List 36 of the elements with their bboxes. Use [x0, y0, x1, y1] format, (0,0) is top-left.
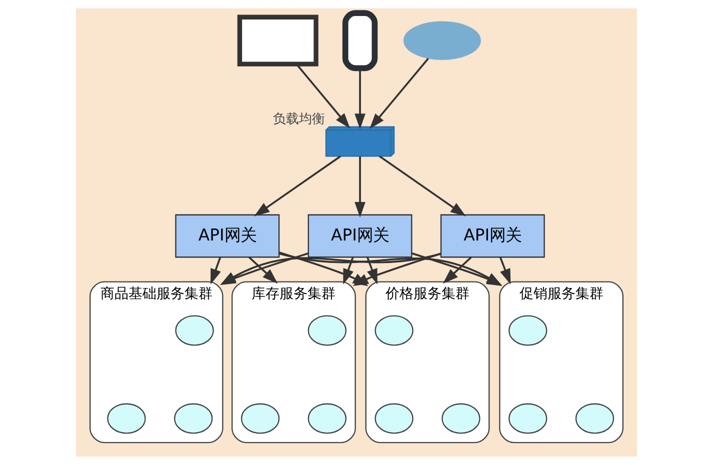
arrow — [220, 252, 308, 285]
node-circle — [441, 403, 480, 434]
arrow — [366, 256, 377, 284]
node-circle — [174, 403, 212, 434]
arrow — [378, 156, 466, 216]
node-box: API网关 — [174, 214, 280, 258]
node-box: API网关 — [440, 214, 544, 258]
cluster: 促销服务集群 — [498, 281, 623, 444]
node-computer — [236, 14, 318, 66]
node-circle — [374, 403, 413, 434]
node-circle — [508, 403, 547, 434]
node-circle — [240, 403, 280, 434]
node-circle — [174, 315, 214, 346]
node-circle — [574, 403, 614, 434]
cluster: 商品基础服务集群 — [89, 281, 223, 444]
node-circle — [106, 403, 146, 434]
node-label: 负载均衡 — [272, 112, 324, 128]
node-circle — [374, 315, 413, 346]
arrow — [295, 64, 350, 128]
arrow — [210, 256, 221, 284]
arrow — [248, 256, 278, 284]
arrow — [342, 256, 354, 284]
node-circle — [307, 315, 346, 346]
cluster: 库存服务集群 — [231, 281, 356, 444]
arrow — [254, 156, 340, 216]
arrow — [442, 256, 472, 284]
node-cloud — [402, 21, 480, 60]
node-box: API网关 — [307, 214, 412, 258]
arrow — [354, 156, 365, 218]
cluster: 价格服务集群 — [364, 281, 490, 444]
arrow — [498, 256, 510, 284]
node-circle — [307, 403, 346, 434]
arrow — [369, 58, 428, 129]
arrow — [354, 68, 365, 130]
node-circle — [508, 315, 547, 346]
node-phone — [342, 10, 378, 72]
